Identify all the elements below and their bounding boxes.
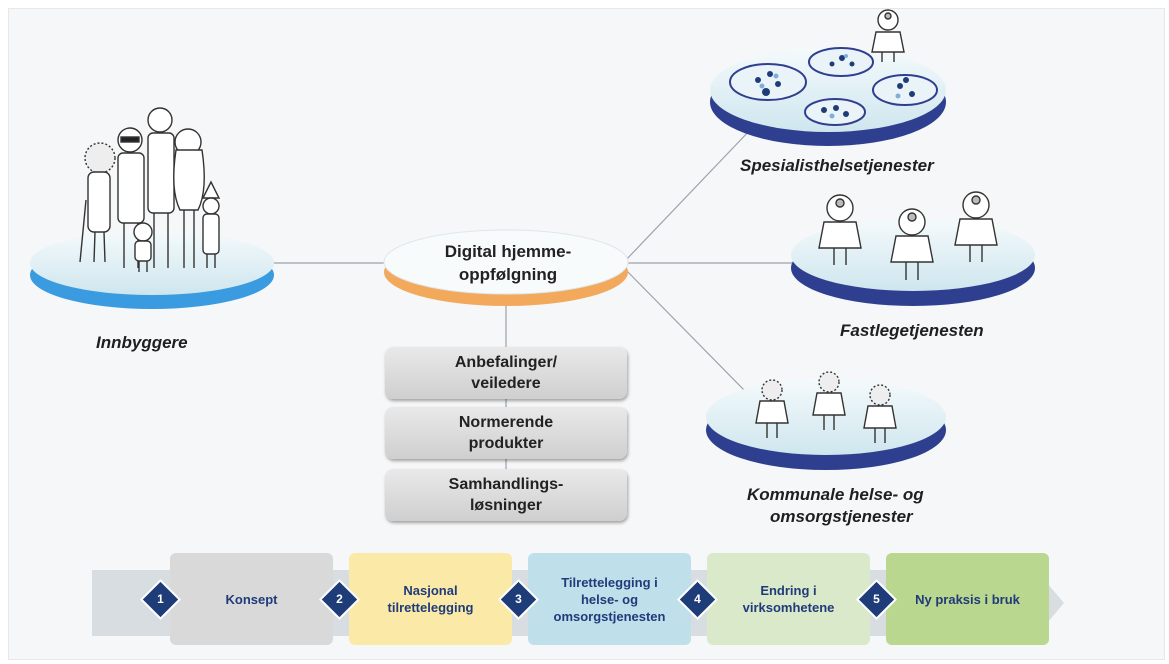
step-label-5: Ny praksis i bruk: [915, 591, 1020, 607]
hub-label: Digital hjemme- oppfølgning: [392, 240, 624, 286]
step-box-3: Tilrettelegging i helse- og omsorgstjene…: [528, 553, 691, 645]
nurses-figures-icon: [755, 371, 897, 443]
stack-box-normerende: Normerende produkter: [385, 407, 627, 459]
label-innbyggere: Innbyggere: [96, 333, 188, 352]
doctors-figures-icon: [818, 191, 998, 280]
hub-label-text: Digital hjemme- oppfølgning: [444, 242, 572, 284]
label-kommunale-line2: omsorgstjenester: [770, 507, 913, 526]
label-spesialist: Spesialisthelsetjenester: [740, 156, 934, 175]
step-box-1: Konsept: [170, 553, 333, 645]
stack-box-samhandling: Samhandlings- løsninger: [385, 469, 627, 521]
step-label-3: Tilrettelegging i helse- og omsorgstjene…: [553, 574, 666, 624]
step-box-4: Endring i virksomhetene: [707, 553, 870, 645]
connector-lines: [272, 127, 796, 470]
hospital-units-icon: [729, 9, 938, 126]
stack-box-anbefalinger: Anbefalinger/ veiledere: [385, 347, 627, 399]
step-box-5: Ny praksis i bruk: [886, 553, 1049, 645]
step-label-1: Konsept: [225, 591, 278, 607]
step-number-2: 2: [336, 592, 343, 606]
step-number-4: 4: [694, 592, 701, 606]
step-box-2: Nasjonal tilrettelegging: [349, 553, 512, 645]
citizens-figures-icon: [79, 107, 221, 272]
label-kommunale-line1: Kommunale helse- og: [747, 485, 924, 504]
connector-kommunale: [623, 267, 747, 393]
platform-hub: [383, 229, 629, 306]
stack-box-label: Anbefalinger/ veiledere: [454, 354, 558, 392]
platform-innbyggere: [30, 231, 274, 309]
label-fastlege: Fastlegetjenesten: [840, 321, 984, 340]
step-label-2: Nasjonal tilrettelegging: [387, 583, 474, 615]
step-label-4: Endring i virksomhetene: [742, 583, 835, 615]
step-number-1: 1: [157, 592, 164, 606]
step-number-5: 5: [873, 592, 880, 606]
stack-box-label: Samhandlings- løsninger: [448, 476, 564, 514]
step-number-3: 3: [515, 592, 522, 606]
diagram-frame: [8, 8, 1165, 660]
connector-spesialist: [623, 127, 753, 263]
stack-box-label: Normerende produkter: [458, 414, 554, 452]
